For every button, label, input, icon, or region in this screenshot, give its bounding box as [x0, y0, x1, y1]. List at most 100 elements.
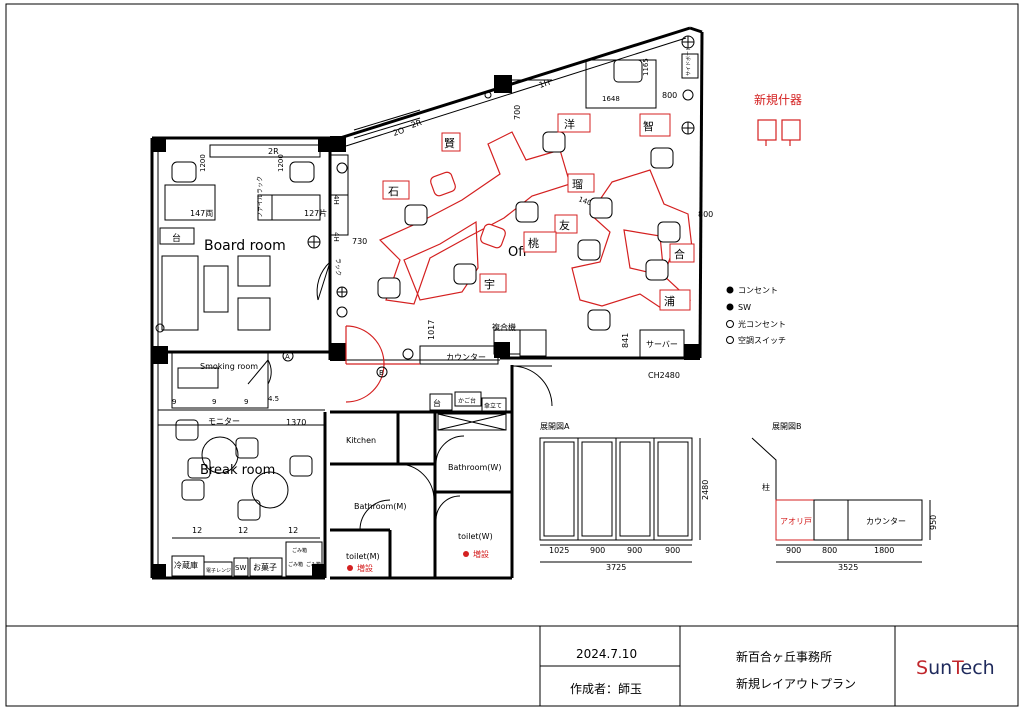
seat-label: 宇 [484, 278, 495, 291]
elevation-a-width: 1025 [549, 546, 569, 555]
trash-label-3: ごみ箱 [306, 561, 321, 568]
counter-label: カウンター [446, 353, 486, 362]
fridge-label: 冷蔵庫 [174, 560, 198, 570]
project-name: 新百合ヶ丘事務所 [736, 649, 832, 664]
toilet-m-new-label: 増設 [357, 563, 373, 573]
elevation-b-width: 1800 [874, 546, 894, 555]
trash-label-2: ごみ箱 [288, 561, 303, 568]
legend: コンセント SW 光コンセント 空調スイッチ [726, 286, 786, 345]
elevation-b-width: 800 [822, 546, 837, 555]
seat-label: 友 [559, 218, 570, 232]
shelf-1h-label: 1H [538, 78, 551, 90]
pillars [152, 75, 700, 578]
legend-switch: SW [738, 303, 751, 312]
seat-label: 石 [388, 185, 399, 198]
elevation-b [751, 437, 931, 563]
office-fixtures [353, 53, 699, 365]
sheet-frame [5, 3, 1019, 707]
stand-label: 台 [433, 398, 441, 408]
monitor-label: モニター [208, 417, 240, 426]
dim-1200b: 1200 [277, 154, 285, 172]
elevation-a-title: 展開図A [540, 422, 570, 431]
seat-label: 智 [643, 119, 654, 133]
dim-841: 841 [621, 333, 630, 348]
kitchen-label: Kitchen [346, 436, 376, 445]
seat-label: 瑠 [572, 178, 583, 191]
toilet-m-label: toilet(M) [346, 552, 380, 561]
office-label: Off [508, 245, 528, 260]
board-room-label: Board room [204, 238, 286, 254]
shelf-2o-label: 2O [392, 126, 406, 138]
elevation-b-height: 950 [929, 515, 938, 530]
elevation-a-width: 900 [590, 546, 605, 555]
trash-label-1: ごみ箱 [292, 547, 307, 554]
file-rack-label: ファイルラック [257, 176, 264, 218]
legend-optical: 光コンセント [738, 319, 786, 329]
elevation-b-counter-label: カウンター [866, 517, 906, 526]
board-room [159, 144, 349, 331]
seat-boxes [382, 113, 695, 311]
new-equipment-icons [757, 119, 801, 146]
snacks-label: お菓子 [253, 562, 277, 572]
elevation-b-title: 展開図B [772, 422, 802, 431]
dim-1370: 1370 [286, 418, 306, 427]
umbrella-label: 傘立て [484, 402, 502, 410]
walls [150, 26, 704, 580]
dim-9b: 9 [212, 398, 216, 406]
seat-label: 合 [674, 247, 685, 261]
dim-12c: 12 [288, 526, 298, 535]
legend-ac-switch: 空調スイッチ [738, 335, 786, 345]
pillar-label: 柱 [762, 482, 770, 492]
elevation-a-width: 900 [627, 546, 642, 555]
dim-700: 700 [513, 105, 522, 120]
company-logo: SunTech [916, 657, 995, 679]
ceiling-height-label: CH2480 [648, 371, 680, 380]
elevation-a [539, 437, 701, 563]
dim-9a: 9 [172, 398, 176, 406]
new-chairs [430, 171, 506, 249]
elevation-b-total: 3525 [838, 563, 858, 572]
dim-730: 730 [352, 237, 367, 246]
elevation-b-width: 900 [786, 546, 801, 555]
dim-1648: 1648 [602, 95, 620, 103]
board-table-label: 台 [172, 232, 181, 244]
board-127-label: 127片 [304, 208, 327, 218]
smoking-room-label: Smoking room [200, 362, 258, 371]
board-shelf-label: 2R [268, 147, 279, 156]
board-4h-label-2: 4H [332, 232, 340, 242]
legend-outlet: コンセント [738, 286, 778, 295]
entrance-a-label: A [285, 353, 290, 361]
drawing-name: 新規レイアウトプラン [736, 676, 856, 691]
break-sw-label: SW [235, 564, 246, 572]
multi-machine-label: 複合機 [492, 322, 516, 332]
swing-door-label: アオリ戸 [780, 517, 812, 526]
shelf-2r-label: 2R [410, 118, 423, 130]
new-equipment-title: 新規什器 [754, 92, 802, 107]
wet-area [359, 391, 507, 531]
bathroom-w-label: Bathroom(W) [448, 463, 501, 472]
drawing-date: 2024.7.10 [576, 647, 637, 661]
dim-800: 800 [662, 91, 677, 100]
seat-label: 桃 [528, 236, 539, 250]
break-room-label: Break room [200, 463, 275, 478]
break-room [158, 419, 325, 577]
seat-label: 洋 [564, 117, 575, 131]
basket-stand-label: かご台 [458, 397, 476, 405]
toilet-w-new-label: 増設 [473, 549, 489, 559]
rack-label: ラック [334, 258, 341, 276]
dim-1017: 1017 [427, 320, 436, 340]
office-chairs [377, 131, 681, 331]
bathroom-m-label: Bathroom(M) [354, 502, 406, 511]
dim-1200a: 1200 [199, 154, 207, 172]
elevation-a-width: 900 [665, 546, 680, 555]
dim-45: 4.5 [268, 395, 279, 403]
dim-12a: 12 [192, 526, 202, 535]
dim-800r: 800 [698, 210, 713, 219]
drawing-author: 作成者：師玉 [570, 682, 642, 696]
toilet-w-label: toilet(W) [458, 532, 493, 541]
entrance-b-label: B [379, 369, 384, 377]
board-147-label: 147両 [190, 209, 213, 218]
board-4h-label-1: 4H [332, 195, 340, 205]
